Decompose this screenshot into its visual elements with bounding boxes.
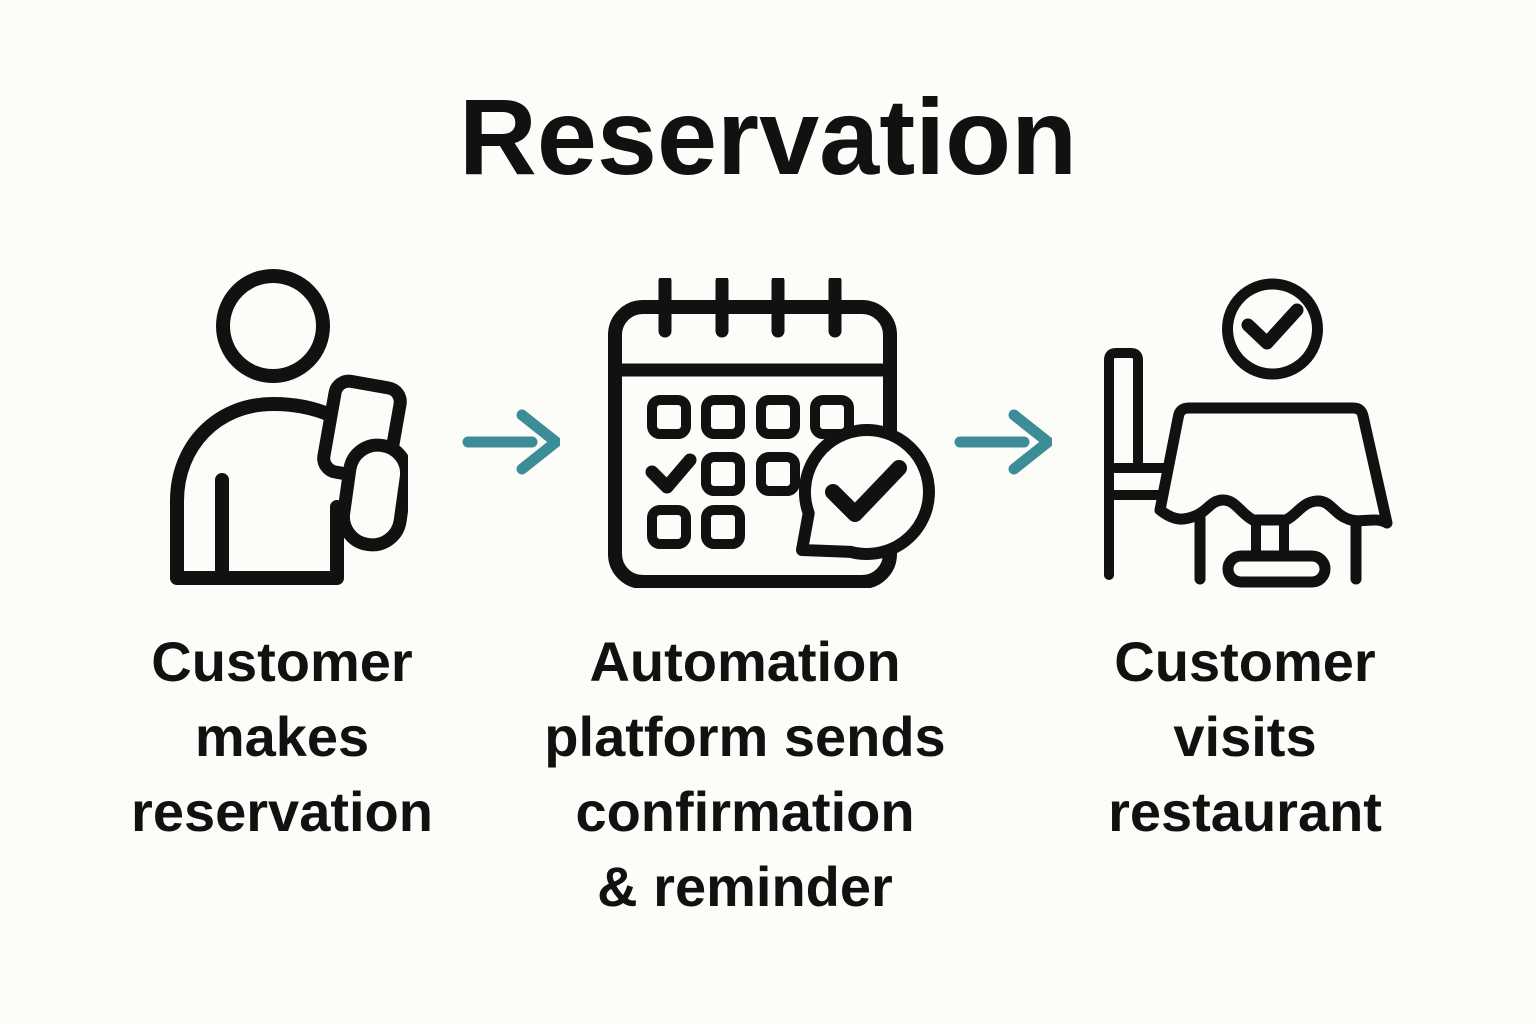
check-circle-icon [1222,278,1323,380]
arrow-right-icon [462,409,560,475]
arrow-right-icon [954,409,1052,475]
calendar-check-bubble-icon [608,278,935,588]
bubble-check-mark [825,460,907,522]
confirmation-speech-bubble [796,424,935,560]
checked-date-mark [645,453,697,494]
customer-at-table-icon [1104,278,1393,588]
chair [1104,348,1172,580]
person-hand [336,438,408,552]
page-title: Reservation [458,76,1078,197]
calendar-date-grid [645,395,854,549]
table-legs [1194,512,1362,588]
table-base [1222,550,1331,588]
step-label-automation-platform: Automation platform sends confirmation &… [544,630,946,918]
person-head [216,269,330,383]
tablecloth [1154,402,1393,529]
person-with-phone-icon [170,269,408,585]
step-label-customer-visits-restaurant: Customer visits restaurant [1108,630,1382,843]
person-torso [170,397,344,585]
step-label-customer-makes-reservation: Customer makes reservation [131,630,433,843]
